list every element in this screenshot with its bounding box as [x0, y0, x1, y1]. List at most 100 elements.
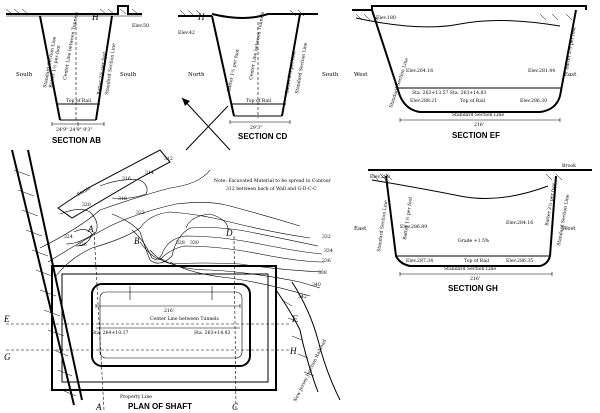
contour-314-label: 314 [145, 170, 154, 176]
ab-right-wall [95, 15, 113, 121]
cd-right-wall [281, 13, 301, 117]
plan-sta-right: Sta. 263+14.83 [194, 330, 230, 336]
plan-sta-left: Sta. 264+10.17 [92, 330, 128, 336]
gh-east: East [354, 226, 367, 232]
contour-326-label: 326 [78, 242, 87, 248]
ef-elev-a: Elev.264.16 [406, 68, 433, 74]
section-ef: Elev.180 West East Standard Section Line… [352, 5, 587, 140]
contour-332-label: 332 [322, 234, 331, 240]
gh-walls [385, 175, 557, 267]
gh-elev-c: Elev.287.34 [406, 258, 433, 264]
ab-letter-h: H [91, 12, 99, 22]
gh-elev-b: Elev.284.16 [506, 220, 533, 226]
contour-322-label: 322 [136, 210, 145, 216]
gh-elev-top: Elev.280 [370, 174, 390, 180]
outer-wall [51, 265, 277, 391]
contour-lines [39, 169, 325, 297]
cd-center-line-label: Center Line between Tunnels [248, 11, 266, 80]
cd-top-rail: Top of Rail [246, 98, 272, 104]
contour-316-label: 316 [122, 176, 131, 182]
section-cd: H Elev.42 North South Center Line betwee… [178, 9, 339, 141]
ab-south-right: South [120, 72, 137, 78]
cd-letter-h: H [197, 12, 205, 22]
contour-336-label: 336 [322, 258, 331, 264]
gh-std-right: Standard Section Line [556, 194, 571, 247]
plan-left-edge [11, 149, 75, 406]
note-line-2: 312 between back of Wall and G-D-C-C [226, 186, 317, 192]
section-line-ab [93, 231, 105, 411]
ef-walls [371, 9, 577, 113]
gh-top-rail: Top of Rail [464, 258, 490, 264]
contour-318-label: 318 [118, 196, 127, 202]
plan-letter-f: F [291, 314, 298, 324]
ef-west: West [354, 72, 368, 78]
cd-elev: Elev.42 [178, 30, 195, 36]
ab-ground-line [6, 5, 142, 15]
contour-330-label: 330 [190, 240, 199, 246]
ab-left-wall [39, 15, 61, 121]
cd-batter-left: Batter 1½ per foot [225, 48, 241, 92]
section-line-cd [233, 235, 237, 411]
railroad-label: New Jersey Junction Railroad [292, 338, 328, 402]
ab-top-rail: Top of Rail [66, 98, 92, 104]
contour-312-label: 312 [164, 156, 173, 162]
contour-324-label: 324 [64, 234, 73, 240]
gh-grade: Grade +1.5% [458, 238, 490, 244]
plan-letter-a: A [87, 224, 94, 234]
ab-elev: Elev.50 [132, 23, 149, 29]
ab-dims: 24'9" 24'9" 9'3" [56, 127, 92, 133]
ef-sta-line: Sta. 263+13.57 Sta. 263+14.83 [412, 90, 486, 96]
gh-batter-right: Batter 2½ per foot [543, 182, 557, 226]
contour-320-label: 320 [82, 202, 91, 208]
contour-328-label: 328 [176, 240, 185, 246]
section-gh: Brook Elev.280 East West Standard Sectio… [354, 163, 592, 293]
contour-340-label: 340 [312, 282, 321, 288]
note-line-1: Note: Excavated Material to be spread to… [214, 178, 332, 184]
gh-std-left: Standard Section Line [376, 200, 389, 253]
cd-std-right: Standard Section Line [294, 42, 309, 95]
stable-building [57, 149, 171, 219]
ef-std-bottom: Standard Section Line [452, 112, 504, 118]
property-line-label: Property Line [120, 394, 152, 400]
contour-342-label: 342 [298, 294, 307, 300]
gh-std-bottom: Standard Section Line [444, 266, 496, 272]
shaft-floor [91, 283, 251, 367]
plan-letter-h: H [289, 346, 297, 356]
ef-east: East [564, 72, 577, 78]
ef-top-rail: Top of Rail [460, 98, 486, 104]
cd-north: North [188, 72, 205, 78]
ab-center-line-label: Center Line between Tunnels [62, 11, 80, 80]
ef-ground-profile [355, 17, 561, 28]
plan-center-line: Center Line between Tunnels [150, 316, 219, 322]
ef-elev-top: Elev.180 [376, 15, 396, 21]
cd-ground-line [178, 13, 318, 19]
ef-elev-d: Elev.281.44 [528, 68, 555, 74]
ef-batter-right: Batter 2½ per foot [563, 26, 577, 70]
cd-title: SECTION CD [238, 132, 288, 141]
section-ab: H Elev.50 South South Center Line betwee… [5, 5, 149, 145]
north-arrow-icon [181, 97, 231, 151]
plan-letter-d: D [225, 228, 233, 238]
gh-ground-profile [371, 179, 549, 199]
inner-wall [61, 273, 269, 383]
ef-top-line [352, 5, 587, 11]
ef-elev-c: Elev.286.30 [520, 98, 547, 104]
cd-south: South [322, 72, 339, 78]
gh-batter-left: Batter 1½ per foot [401, 196, 414, 240]
excavation-note: Note: Excavated Material to be spread to… [214, 178, 332, 192]
plan-letter-g: G [4, 352, 11, 362]
plan-letter-b: B [134, 236, 140, 246]
ef-elev-b: Elev.288.21 [410, 98, 437, 104]
gh-elev-a: Elev.286.89 [400, 224, 427, 230]
gh-west: West [562, 226, 576, 232]
gh-dim: 216' [470, 276, 480, 282]
plan-letter-a-bottom: A [95, 402, 102, 412]
ef-std-left: Standard Section Line [388, 57, 410, 109]
gh-elev-d: Elev.286.35 [506, 258, 533, 264]
ef-dim: 216' [474, 122, 484, 128]
stable-label: Stable [76, 185, 92, 197]
contour-334-label: 334 [324, 248, 333, 254]
ab-south-left: South [16, 72, 33, 78]
gh-title: SECTION GH [448, 284, 498, 293]
